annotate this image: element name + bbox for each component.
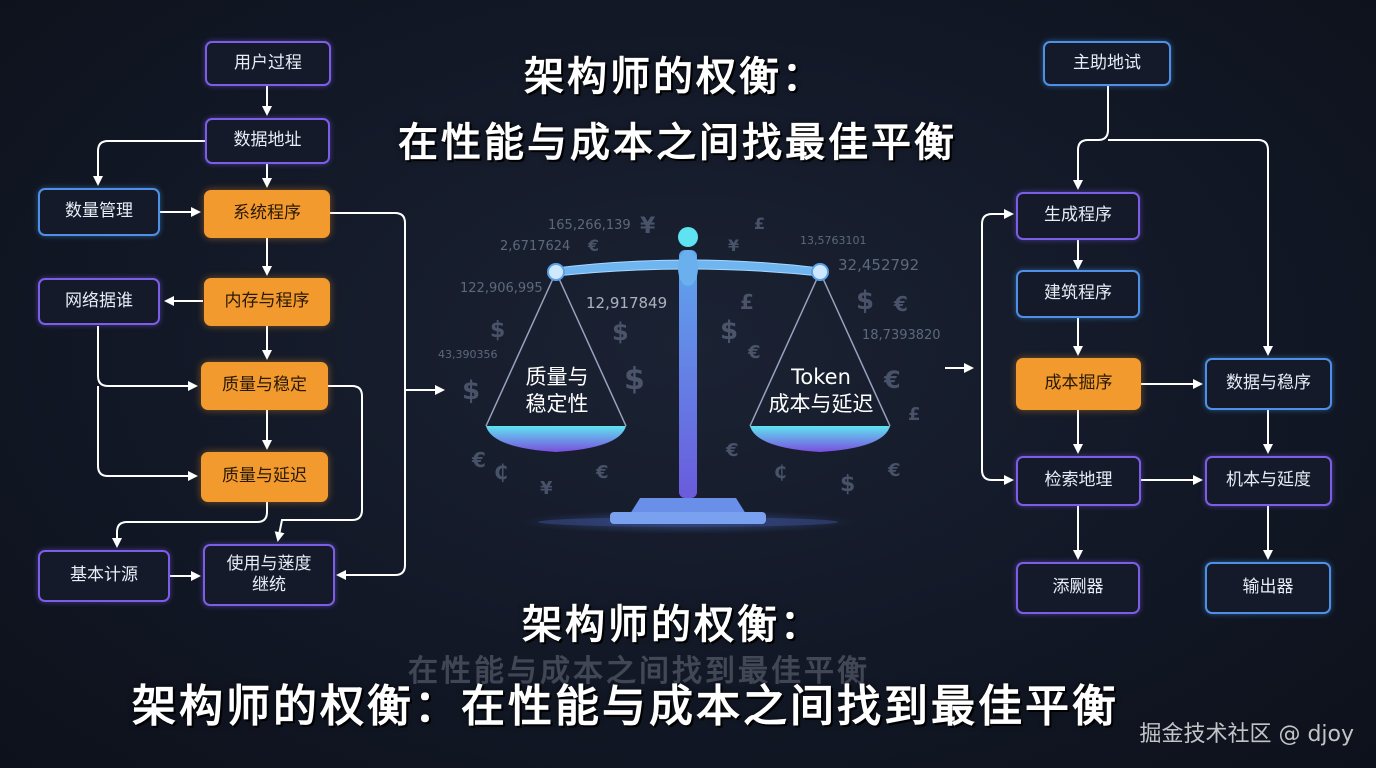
node-user-process[interactable]: 用户过程 [205, 41, 331, 86]
edge-main-to-data-stable [1108, 139, 1273, 356]
main-title-line1: 架构师的权衡： [524, 53, 825, 100]
euro-icon: € [726, 440, 739, 461]
edge-network-to-latency [97, 386, 198, 481]
euro-icon: € [894, 292, 908, 316]
scale-top-knob [678, 227, 698, 247]
node-system-program[interactable]: 系统程序 [204, 190, 330, 238]
scale-base [610, 512, 766, 524]
node-retrieval[interactable]: 检索地理 [1016, 456, 1141, 506]
pound-icon: £ [754, 214, 766, 233]
ghost-title: 在性能与成本之间找到最佳平衡 [408, 654, 870, 689]
edge-spine-to-gen [981, 209, 1014, 368]
left-pan [486, 426, 626, 452]
node-gen-program[interactable]: 生成程序 [1016, 192, 1140, 240]
yen-icon: ¥ [540, 478, 553, 499]
dollar-icon: $ [612, 318, 629, 346]
euro-icon: € [884, 366, 901, 394]
bg-number: 122,906,995 [460, 281, 543, 296]
node-network[interactable]: 网络据谁 [38, 278, 160, 325]
edge-main-split [1073, 86, 1109, 190]
node-machine-latency[interactable]: 机本与延度 [1205, 456, 1332, 506]
edge-latency-to-basic [112, 502, 268, 548]
edge-network-to-quality [97, 326, 198, 391]
right-pan [750, 426, 890, 452]
node-quality-latency[interactable]: 质量与延迟 [201, 452, 328, 502]
balance-scale [485, 227, 891, 534]
node-quality-stability[interactable]: 质量与稳定 [201, 362, 328, 410]
node-main-help[interactable]: 主助地试 [1043, 41, 1171, 86]
pound-icon: £ [908, 404, 921, 425]
cedi-icon: ₵ [774, 462, 787, 483]
dollar-icon: $ [840, 472, 856, 497]
node-data-stable[interactable]: 数据与稳序 [1205, 358, 1332, 410]
edge-system-to-scale [330, 212, 406, 580]
edge-data-to-mgmt [93, 140, 205, 186]
edge-spine-to-retrieval [981, 368, 1014, 485]
mid-title: 架构师的权衡： [522, 601, 823, 648]
main-title-line2: 在性能与成本之间找最佳平衡 [398, 119, 957, 166]
bg-number: 165,266,139 [548, 218, 631, 233]
bg-number: 43,390356 [438, 348, 498, 361]
dollar-icon: $ [490, 318, 506, 343]
yen-icon: ¥ [728, 236, 740, 255]
scale-pillar [679, 250, 697, 498]
bg-number: 13,5763101 [800, 234, 867, 247]
euro-icon: € [472, 448, 486, 472]
node-basic-source[interactable]: 基本计源 [38, 550, 170, 602]
node-data-address[interactable]: 数据地址 [205, 118, 330, 164]
left-pan-label: 质量与 稳定性 [525, 365, 589, 417]
node-build-program[interactable]: 建筑程序 [1016, 270, 1140, 318]
euro-icon: € [588, 236, 600, 255]
edge-quality-loop [274, 385, 363, 542]
node-adder[interactable]: 添劂器 [1016, 562, 1140, 614]
bg-number: 32,452792 [838, 256, 920, 274]
pound-icon: £ [740, 290, 754, 314]
dollar-icon: $ [624, 362, 645, 397]
watermark: 掘金技术社区 @ djoy [1139, 722, 1354, 747]
bg-number: 12,917849 [586, 294, 668, 312]
bottom-title: 架构师的权衡：在性能与成本之间找到最佳平衡 [132, 681, 1119, 732]
node-usage-continuity[interactable]: 使用与蒾度 继统 [203, 544, 335, 606]
right-pan-label: Token 成本与延迟 [768, 365, 874, 417]
node-data-management[interactable]: 数量管理 [38, 188, 160, 236]
euro-icon: € [748, 342, 761, 363]
node-memory-program[interactable]: 内存与程序 [204, 278, 330, 326]
bg-number: 18,7393820 [862, 328, 941, 343]
node-output[interactable]: 输出器 [1205, 562, 1331, 614]
euro-icon: € [596, 462, 609, 483]
cedi-icon: ₵ [494, 460, 508, 484]
dollar-icon: $ [856, 286, 875, 316]
yen-icon: ¥ [640, 214, 656, 239]
euro-icon: € [888, 460, 901, 481]
dollar-icon: $ [720, 316, 739, 346]
bg-number: 2,6717624 [500, 239, 571, 254]
node-cost-program[interactable]: 成本掘序 [1016, 358, 1141, 410]
dollar-icon: $ [462, 376, 481, 406]
